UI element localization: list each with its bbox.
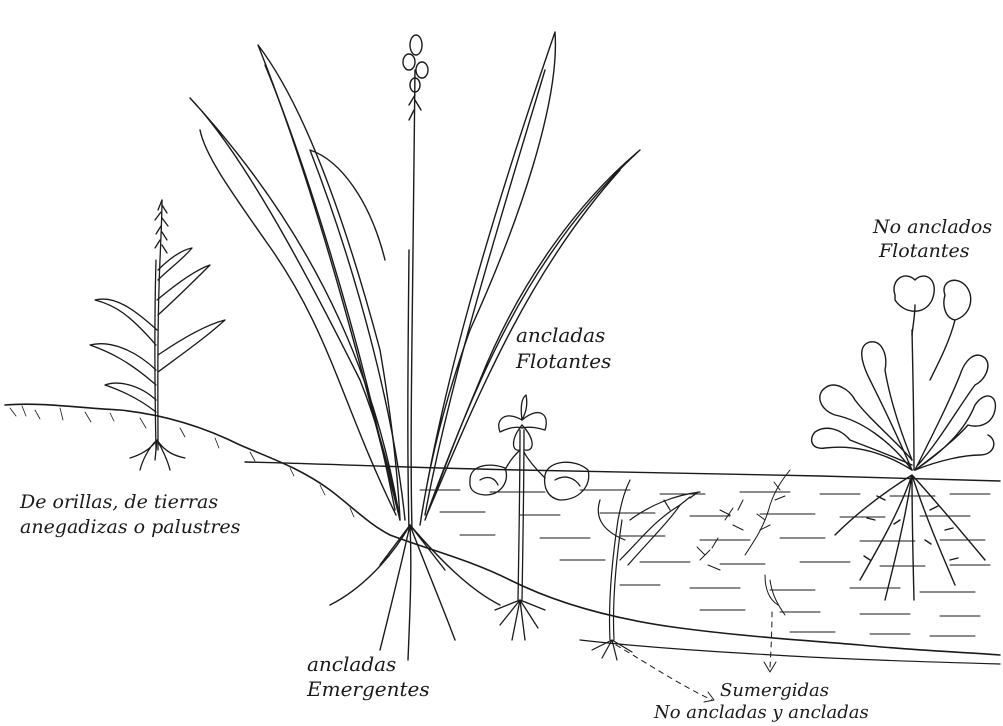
label-emergentes-line2: Emergentes <box>307 677 430 702</box>
label-de-orillas-line2: anegadizas o palustres <box>20 515 240 540</box>
label-no-anclados-line1: No anclados <box>873 215 992 239</box>
label-ancladas-line1: ancladas <box>516 322 611 348</box>
label-de-orillas-line1: De orillas, de tierras <box>20 490 240 515</box>
label-ancladas-emergentes: ancladas Emergentes <box>307 652 430 702</box>
water-dashes <box>420 490 990 636</box>
label-flotantes-line2: Flotantes <box>516 348 611 374</box>
label-sumergidas: Sumergidas No ancladas y ancladas <box>654 680 869 724</box>
label-ancladas-flotantes: ancladas Flotantes <box>516 322 611 374</box>
label-sumergidas-line1: Sumergidas <box>654 680 869 702</box>
label-ancladas-line1: ancladas <box>307 652 430 677</box>
label-flotantes-line2: Flotantes <box>873 239 992 263</box>
water-bottom-line <box>580 640 1000 664</box>
label-sumergidas-line2: No ancladas y ancladas <box>654 702 869 724</box>
free-floating-plant <box>812 276 996 600</box>
submerged-plant-1 <box>592 480 700 660</box>
anchored-floating-plant <box>470 395 589 640</box>
label-no-anclados-flotantes: No anclados Flotantes <box>873 215 992 263</box>
water-surface-line <box>245 462 1000 481</box>
label-de-orillas: De orillas, de tierras anegadizas o palu… <box>20 490 240 540</box>
